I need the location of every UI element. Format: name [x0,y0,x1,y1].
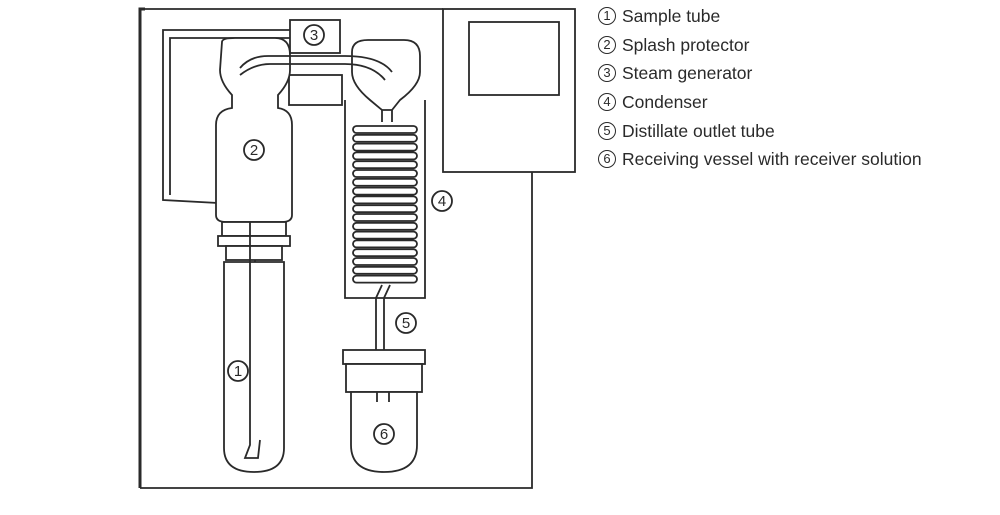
svg-text:3: 3 [310,27,318,44]
legend-label: Distillate outlet tube [622,120,775,141]
condenser-housing [344,100,426,299]
coil-turn [352,195,418,205]
display-screen [468,21,560,96]
coil-turn [352,213,418,222]
coil-turn [352,142,418,152]
legend-number: 4 [598,93,616,112]
condenser-head [351,39,421,111]
svg-text:4: 4 [438,193,446,210]
coil-turn [352,125,418,134]
coil-turn [352,204,418,214]
legend-number: 5 [598,121,616,140]
legend-item: 2 Splash protector [598,31,922,60]
coil-turn [352,221,418,231]
legend-label: Receiving vessel with receiver solution [622,149,922,170]
coil-turn [352,257,418,266]
distillate-outlet-tube [375,284,391,350]
coil-turn [352,230,418,240]
coil-turn [352,274,418,284]
legend-item: 5 Distillate outlet tube [598,116,922,145]
tube-joint [221,221,287,237]
svg-text:5: 5 [402,315,410,332]
legend-item: 6 Receiving vessel with receiver solution [598,145,922,174]
legend-label: Splash protector [622,34,750,55]
housing-frame [138,7,145,488]
callout-6: 6 [373,423,395,445]
condenser-coil [352,125,418,284]
coil-turn [352,239,418,249]
vessel-cap [342,349,426,365]
coil-turn [352,265,418,275]
legend-label: Condenser [622,92,708,113]
svg-text:6: 6 [380,426,388,443]
svg-text:2: 2 [250,142,258,159]
callout-3: 3 [303,24,325,46]
legend-number: 6 [598,150,616,169]
coil-turn [352,160,418,170]
legend-number: 2 [598,35,616,54]
callout-5: 5 [395,312,417,334]
legend-label: Sample tube [622,6,721,27]
legend-label: Steam generator [622,63,753,84]
legend-item: 1 Sample tube [598,2,922,31]
coil-turn [352,248,418,258]
steam-generator-lower [288,74,343,106]
svg-text:1: 1 [234,363,242,380]
coil-turn [352,186,418,196]
callout-1: 1 [227,360,249,382]
legend-number: 3 [598,64,616,83]
housing-outline [140,8,533,489]
callout-4: 4 [431,190,453,212]
legend-item: 3 Steam generator [598,59,922,88]
coil-turn [352,133,418,143]
legend-item: 4 Condenser [598,88,922,117]
coil-turn [352,169,418,178]
callout-2: 2 [243,139,265,161]
coil-turn [352,177,418,187]
legend-number: 1 [598,7,616,26]
sample-tube [223,261,285,473]
splash-protector [215,37,293,223]
legend: 1 Sample tube 2 Splash protector 3 Steam ge… [598,2,922,174]
coil-turn [352,151,418,161]
